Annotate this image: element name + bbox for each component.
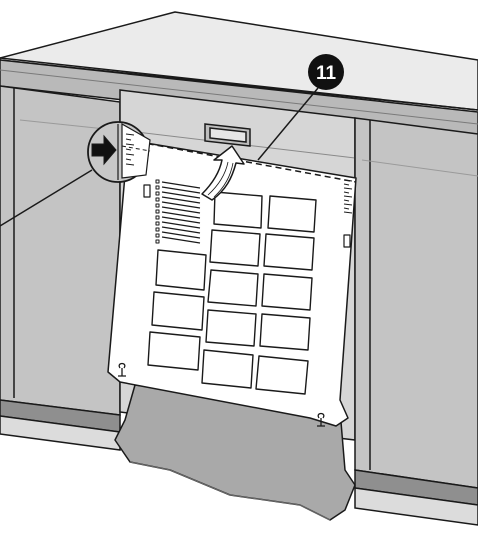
left-cabinet	[0, 85, 121, 451]
grid-cell	[151, 291, 205, 331]
template-drill-grid	[147, 191, 317, 395]
grid-cell	[205, 309, 257, 347]
control-panel-slot	[204, 123, 251, 147]
grid-cell	[267, 195, 317, 233]
grid-cell	[147, 331, 201, 371]
grid-cell	[261, 273, 313, 311]
lower-panel	[114, 384, 356, 521]
callout-11: 11	[257, 54, 344, 161]
grid-cell	[201, 349, 254, 389]
template-markers	[155, 179, 160, 244]
mounting-screw-icon	[118, 362, 325, 427]
grid-cell	[213, 191, 263, 229]
template-slot-right	[343, 234, 351, 248]
arrow-up-icon	[201, 145, 245, 201]
template-slot-left	[143, 184, 151, 198]
grid-cell	[263, 233, 315, 271]
grid-cell	[209, 229, 261, 267]
right-cabinet	[354, 117, 478, 526]
grid-cell	[207, 269, 259, 307]
magnifier-circle-icon	[0, 121, 151, 227]
callout-number: 11	[316, 63, 337, 84]
grid-cell	[155, 249, 207, 291]
grid-cell	[255, 355, 309, 395]
grid-cell	[259, 313, 311, 351]
template-instructions	[161, 181, 201, 244]
push-arrow-icon	[91, 134, 117, 166]
mounting-template	[107, 139, 357, 427]
ruler-right	[343, 179, 353, 214]
